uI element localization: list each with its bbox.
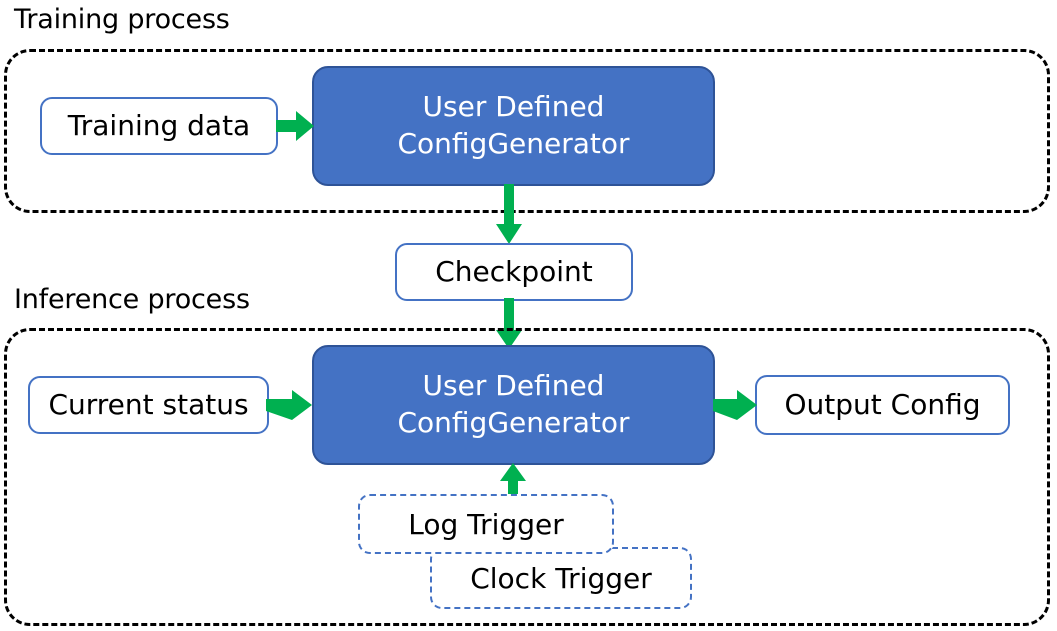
arrow-generator-to-checkpoint [495, 184, 523, 246]
inference-generator-line1: User Defined [422, 369, 605, 403]
inference-config-generator-node[interactable]: User Defined ConfigGenerator [312, 345, 715, 465]
training-process-container [4, 49, 1050, 213]
inference-process-title: Inference process [14, 284, 250, 315]
checkpoint-node[interactable]: Checkpoint [395, 243, 633, 301]
training-data-node[interactable]: Training data [40, 97, 278, 155]
inference-generator-line2: ConfigGenerator [397, 406, 630, 439]
arrow-checkpoint-to-generator [495, 298, 523, 350]
training-config-generator-node[interactable]: User Defined ConfigGenerator [312, 66, 715, 186]
training-generator-line1: User Defined [422, 90, 605, 124]
arrow-current-status-to-generator [266, 386, 314, 424]
arrow-training-data-to-generator [276, 107, 316, 145]
arrow-triggers-to-generator [499, 463, 527, 501]
output-config-node[interactable]: Output Config [755, 375, 1010, 435]
arrow-generator-to-output-config [713, 386, 759, 424]
training-generator-line2: ConfigGenerator [397, 127, 630, 160]
current-status-node[interactable]: Current status [28, 376, 269, 434]
log-trigger-node[interactable]: Log Trigger [358, 494, 614, 554]
inference-process-container [4, 328, 1050, 626]
training-process-title: Training process [14, 4, 230, 35]
clock-trigger-node[interactable]: Clock Trigger [430, 547, 692, 609]
